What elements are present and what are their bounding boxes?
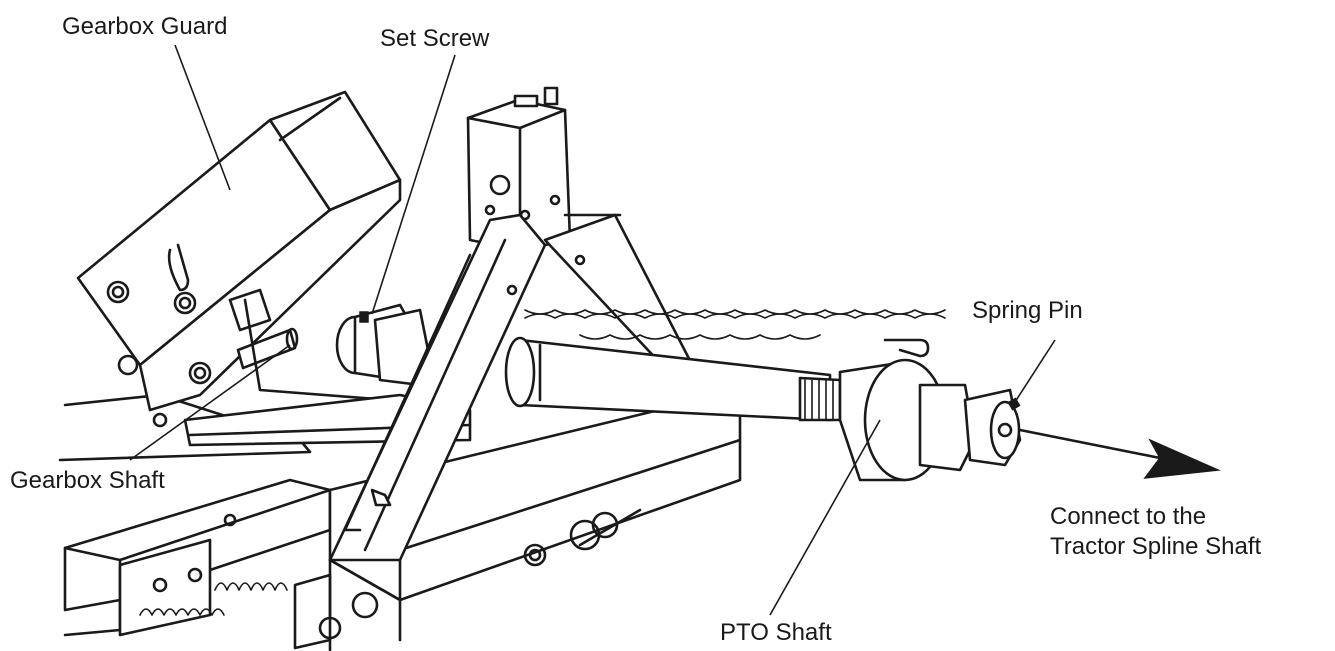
pto-yoke: [838, 358, 1022, 482]
connect-arrow: [1018, 428, 1221, 479]
leader-spring-pin: [1014, 339, 1056, 403]
gearbox-shaft-body: [152, 288, 299, 428]
gearbox-guard-label: Gearbox Guard: [62, 13, 228, 40]
leader-gearbox-shaft: [129, 344, 291, 461]
safety-chain: [524, 309, 946, 358]
leader-set-screw: [371, 54, 456, 315]
gearbox-yoke: [335, 303, 432, 387]
spring-linkage: [139, 558, 379, 651]
gearbox-guard-body: [76, 90, 402, 412]
connect-line-2: Tractor Spline Shaft: [1050, 533, 1262, 560]
hitch-tower: [466, 86, 702, 397]
connect-callout: Connect to the Tractor Spline Shaft: [1050, 502, 1261, 562]
leader-lines: [129, 44, 1056, 616]
set-screw-label: Set Screw: [380, 25, 490, 52]
connect-line-1: Connect to the: [1050, 503, 1207, 530]
pto-shaft-label: PTO Shaft: [720, 619, 832, 646]
hitch-arm: [328, 213, 547, 562]
spring-pin-label: Spring Pin: [972, 297, 1083, 324]
gearbox-shaft-label: Gearbox Shaft: [10, 467, 165, 494]
leader-gearbox-guard: [174, 44, 231, 191]
pto-shaft-tube: [504, 336, 842, 422]
leader-pto-shaft: [769, 419, 881, 616]
